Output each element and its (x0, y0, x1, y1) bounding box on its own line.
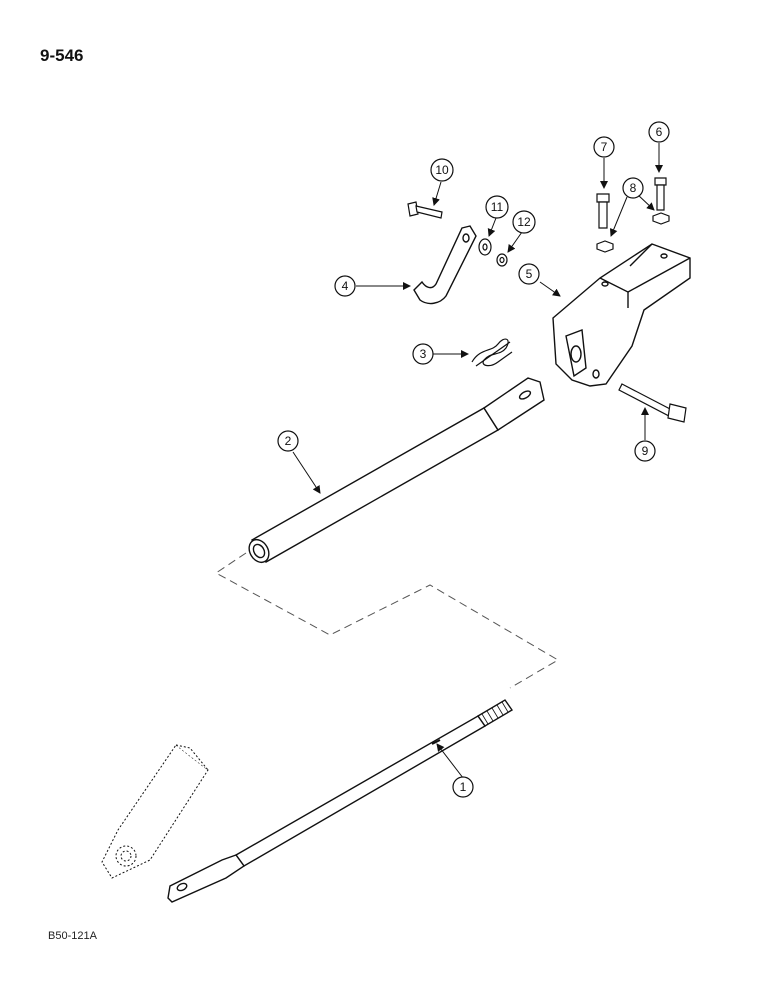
clevis-fork-part (101, 744, 209, 879)
drawing-code: B50-121A (48, 930, 97, 942)
washer-part (478, 238, 508, 267)
bracket-strap-part (413, 225, 477, 305)
svg-text:7: 7 (601, 140, 608, 154)
page-number: 9-546 (40, 46, 84, 65)
tube-part (248, 377, 545, 564)
callout-11: 11 (485, 195, 509, 219)
callout-3: 3 (412, 343, 434, 365)
leader-lines (292, 143, 663, 788)
callout-7: 7 (593, 136, 615, 158)
svg-text:4: 4 (342, 279, 349, 293)
callout-9: 9 (634, 440, 656, 462)
svg-text:11: 11 (491, 200, 504, 214)
r-clip-part (471, 338, 513, 367)
bolt-10-part (407, 201, 443, 219)
bolt-9-part (618, 383, 687, 423)
callout-12: 12 (512, 210, 536, 234)
threaded-rod-part (167, 699, 514, 903)
bolt-7-part (596, 193, 610, 229)
svg-text:5: 5 (526, 267, 533, 281)
svg-text:12: 12 (517, 215, 531, 229)
callout-8: 8 (622, 177, 644, 199)
callout-10: 10 (430, 158, 454, 182)
svg-text:8: 8 (630, 181, 637, 195)
callout-5: 5 (518, 263, 540, 285)
bolt-6-part (654, 177, 667, 211)
assembly-guide-line (215, 552, 559, 689)
svg-text:1: 1 (460, 780, 467, 794)
svg-text:9: 9 (642, 444, 649, 458)
callout-4: 4 (334, 275, 356, 297)
mounting-bracket-part (552, 243, 691, 387)
callout-2: 2 (277, 430, 299, 452)
svg-text:2: 2 (285, 434, 292, 448)
svg-text:3: 3 (420, 347, 427, 361)
svg-text:10: 10 (435, 163, 449, 177)
callout-1: 1 (452, 776, 474, 798)
nut-part (596, 212, 670, 253)
callout-6: 6 (648, 121, 670, 143)
svg-text:6: 6 (656, 125, 663, 139)
